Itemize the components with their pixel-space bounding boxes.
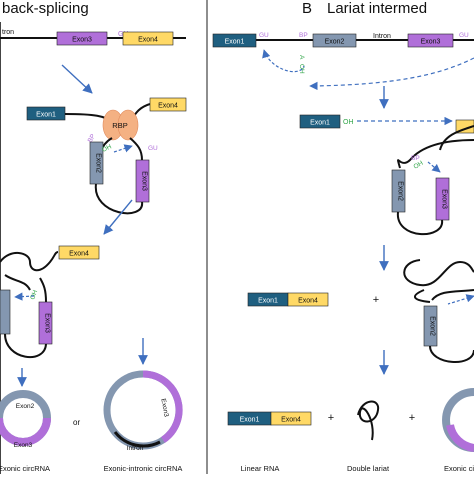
b-lariat-2-curl [414,289,431,303]
a-exon3-label-2: Exon3 [141,171,148,191]
a-exon4-box-2 [149,97,187,112]
a-ei-circ-intron [113,431,161,448]
b-dashed-arrow-3 [427,161,441,173]
panel-b-title: Lariat intermed [327,0,428,17]
a-exon3-box [56,31,108,46]
a-rbp-label: RBP [112,121,127,130]
a-oh-label: OH [101,143,113,154]
a-intron-2 [0,251,59,272]
a-exon1-label: Exon1 [36,112,56,119]
b-lariat-1-bottom [396,211,444,235]
a-caption-exonic-intronic: Exonic-intronic circRNA [104,464,183,473]
b-final-exon4-box [270,411,312,426]
b-exon2-label: Exon2 [325,39,345,46]
b-caption-exonic-circ: Exonic ci [444,464,474,473]
a-loop-right-top [129,137,143,161]
a-exonic-circ-exon3 [0,417,51,446]
b-lariat-2-bottom [429,345,474,363]
a-dashed-arrow-1 [113,144,133,153]
a-circ-exon2-label: Exon2 [16,403,35,410]
b-exon1-label-2: Exon1 [310,120,330,127]
a-or-label: or [73,418,80,427]
b-plus-1: + [373,294,379,306]
b-gu-label: GU [259,32,269,39]
a-loop-2-left [4,274,31,291]
a-loop-bottom [94,183,144,215]
b-linear-exon1-label: Exon1 [258,298,278,305]
b-a-label: A [298,55,305,60]
b-final-exon1-label: Exon1 [240,417,260,424]
b-exon1-box-2 [299,114,341,129]
a-exon4-label: Exon4 [138,37,158,44]
b-exon2-box [312,33,357,48]
a-gu-label-2: GU [148,145,158,152]
b-dashed-arrow-1 [262,49,305,73]
b-oh-label-3: OH [413,160,425,171]
b-plus-2: + [328,412,334,424]
b-linear-exon4-label: Exon4 [298,298,318,305]
b-exon2-box-2 [391,169,406,213]
a-caption-exonic: Exonic circRNA [0,464,50,473]
a-bp-label: BP [87,133,97,144]
b-double-lariat [357,400,380,441]
a-exon3-label: Exon3 [72,37,92,44]
b-gu-label-2: GU [459,32,469,39]
a-ei-circ-exon3 [142,370,183,443]
a-exon3-label-3: Exon3 [44,313,51,333]
b-exon2-label-3: Exon2 [429,316,436,336]
b-lariat-1-top [439,125,474,151]
b-intron-label: Intron [373,33,391,40]
b-lariat-2-top [403,259,474,287]
a-loop-2-bottom [4,333,47,359]
b-exon3-label: Exon3 [421,39,441,46]
a-dashed-arrow-2 [14,292,35,301]
a-loop-2-right [39,277,47,303]
panel-b-letter: B [302,0,313,17]
b-dashed-arrow-long [309,57,474,91]
a-exon4-box [122,31,174,46]
b-final-exon4-label: Exon4 [281,417,301,424]
b-plus-3: + [409,412,415,424]
b-oh-label-2: OH [343,119,354,126]
a-ei-exon3-label: Exon3 [159,398,169,418]
a-ei-intron-label: Intron [127,445,144,452]
b-circ-exon3-arc [446,424,474,452]
b-caption-double-lariat: Double lariat [347,464,390,473]
a-exon4-label-3: Exon4 [69,251,89,258]
b-exon3-label-2: Exon3 [441,189,448,209]
a-arrow-2 [103,199,133,235]
b-caption-linear: Linear RNA [241,464,280,473]
a-exon2-box-2 [0,289,11,335]
a-circ-exon3-label: Exon3 [14,442,33,449]
b-lariat-2-mid [431,289,474,301]
b-linear-exon4-box [287,292,329,307]
b-exon1-label: Exon1 [225,39,245,46]
b-bp-label-2: BP [411,155,420,162]
a-intron-label: tron [2,29,14,36]
b-bp-label: BP [299,32,308,39]
a-arrow-1 [61,64,93,94]
a-exon4-label-2: Exon4 [158,103,178,110]
b-lariat-1-left [397,139,474,169]
a-exon2-box [89,141,104,185]
a-oh-label-2: OH [29,289,39,301]
a-exon2-label: Exon2 [95,153,102,173]
a-exon4-box-3 [58,245,100,260]
b-exon1-box [212,33,257,48]
b-dashed-arrow-4 [447,294,474,305]
b-exon2-label-2: Exon2 [397,181,404,201]
a-rbp-right [117,109,139,141]
b-exon3-box [407,33,454,48]
panel-a-title: back-splicing [2,0,89,17]
